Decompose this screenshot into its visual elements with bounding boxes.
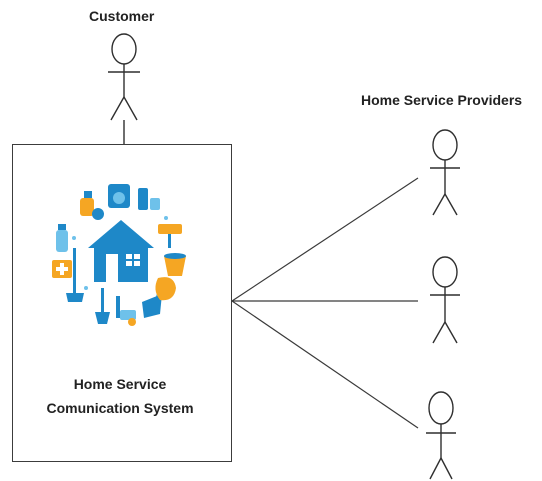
system-title-line-1: Home Service (73, 376, 167, 392)
provider-actor (430, 256, 460, 344)
providers-actor-label: Home Service Providers (361, 92, 523, 108)
customer-actor (108, 33, 140, 144)
home-services-circle-icon (52, 184, 186, 326)
customer-actor-label: Customer (89, 8, 155, 24)
association-line (231, 300, 419, 429)
association-line (231, 177, 419, 302)
provider-actor (430, 129, 460, 216)
system-title-line-2: Comunication System (46, 400, 194, 416)
provider-actor (426, 391, 456, 480)
system-title: Home Service Comunication System (40, 372, 200, 420)
